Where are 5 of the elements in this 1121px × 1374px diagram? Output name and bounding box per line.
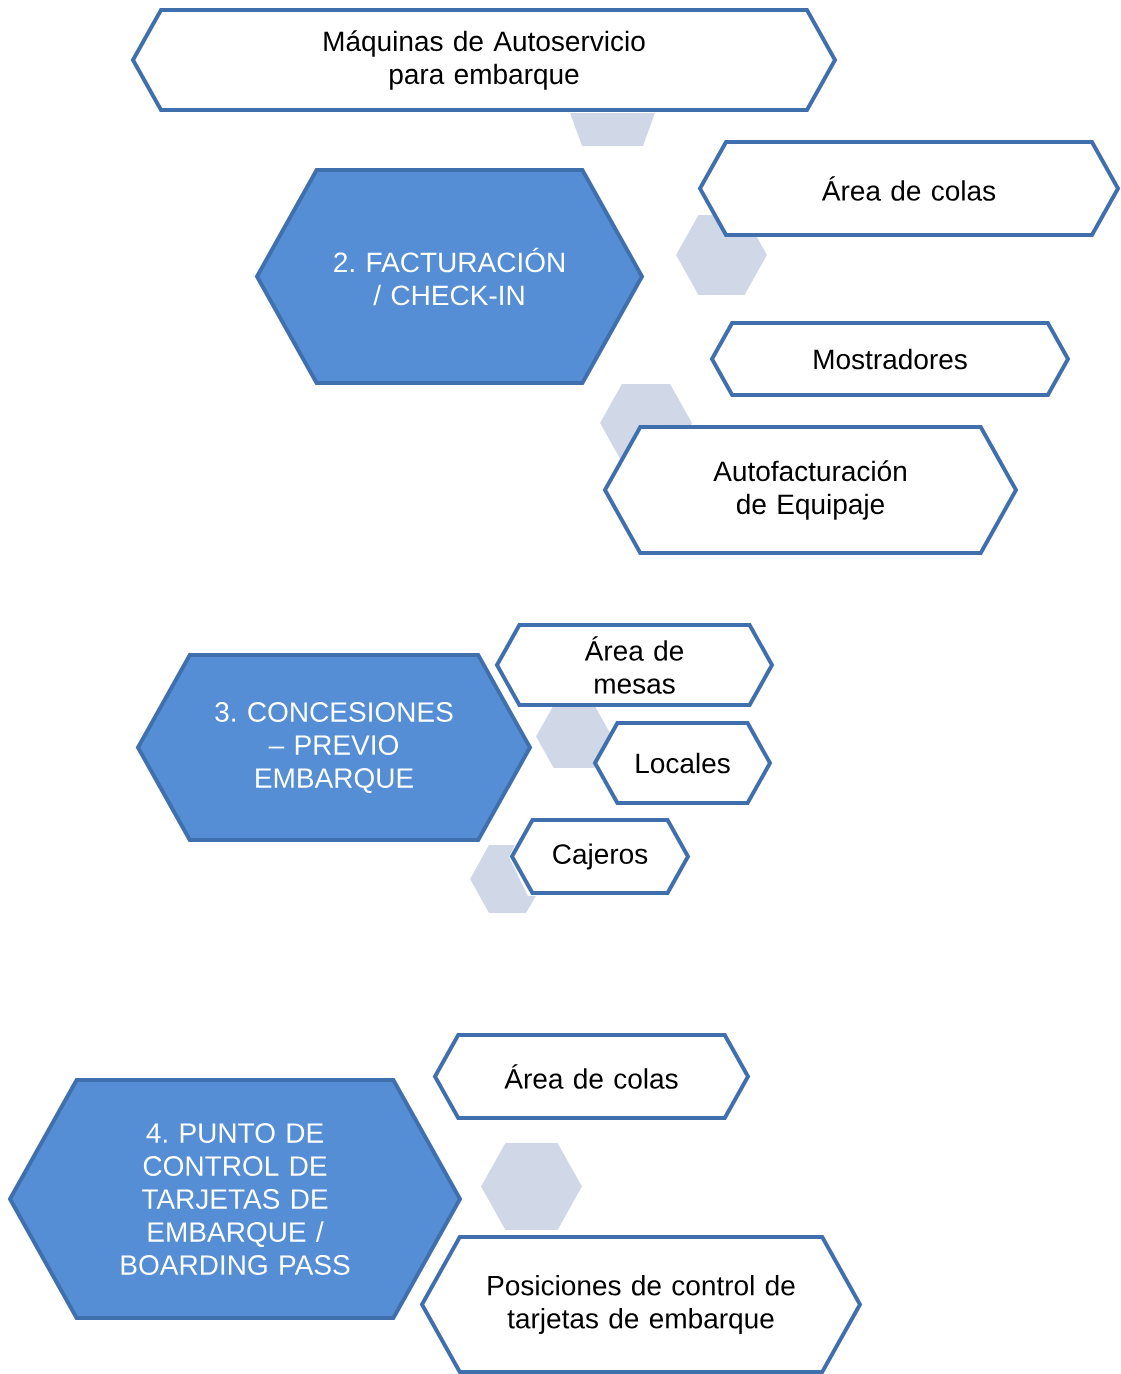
hexagon xyxy=(470,845,536,913)
hexagon xyxy=(536,705,612,768)
node-label: Área de colas xyxy=(821,176,996,201)
hexagon xyxy=(481,1143,582,1230)
hexagon xyxy=(570,113,655,146)
